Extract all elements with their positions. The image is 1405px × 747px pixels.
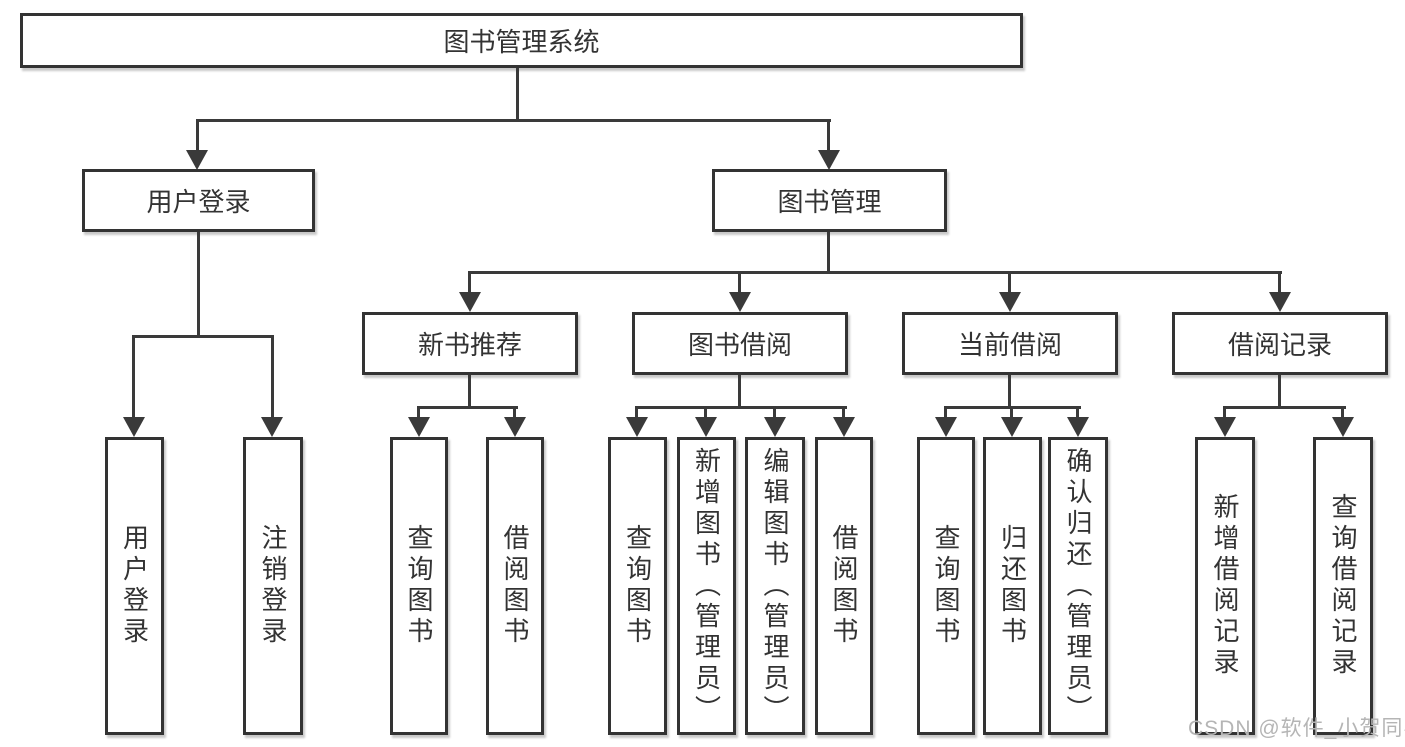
connector-vline — [516, 68, 519, 121]
leaf-borrow-books-recommend-label: 借阅图书 — [500, 524, 530, 648]
connector-vline — [944, 406, 947, 419]
connector-vline — [1010, 406, 1013, 419]
leaf-borrow-books-recommend: 借阅图书 — [486, 437, 544, 735]
connector-vline — [1076, 406, 1079, 419]
connector-hline — [468, 271, 1282, 274]
leaf-query-books-current-label: 查询图书 — [931, 524, 961, 648]
leaf-confirm-return-admin: 确认归还（管理员） — [1048, 437, 1108, 735]
node-current-borrow-label: 当前借阅 — [957, 330, 1062, 360]
connector-hline — [417, 406, 518, 409]
arrowhead-down-icon — [729, 292, 751, 312]
arrowhead-down-icon — [695, 417, 717, 437]
arrowhead-down-icon — [1332, 417, 1354, 437]
leaf-add-borrow-record: 新增借阅记录 — [1195, 437, 1255, 735]
connector-hline — [1223, 406, 1346, 409]
connector-vline — [738, 271, 741, 294]
leaf-confirm-return-admin-label: 确认归还（管理员） — [1063, 446, 1093, 726]
arrowhead-down-icon — [935, 417, 957, 437]
connector-vline — [196, 119, 199, 150]
arrowhead-down-icon — [186, 150, 208, 170]
leaf-edit-books-admin: 编辑图书（管理员） — [745, 437, 805, 735]
connector-vline — [468, 271, 471, 294]
leaf-add-borrow-record-label: 新增借阅记录 — [1210, 493, 1240, 679]
arrowhead-down-icon — [818, 150, 840, 170]
leaf-borrow-books-label: 借阅图书 — [829, 524, 859, 648]
arrowhead-down-icon — [1067, 417, 1089, 437]
node-root-label: 图书管理系统 — [443, 27, 600, 57]
connector-vline — [635, 406, 638, 419]
node-book-borrow-label: 图书借阅 — [687, 330, 792, 360]
leaf-user-login: 用户登录 — [105, 437, 164, 735]
node-borrow-records: 借阅记录 — [1172, 312, 1388, 375]
connector-vline — [513, 406, 516, 419]
leaf-query-borrow-record: 查询借阅记录 — [1313, 437, 1373, 735]
node-root: 图书管理系统 — [20, 13, 1023, 68]
leaf-query-books-recommend: 查询图书 — [390, 437, 448, 735]
arrowhead-down-icon — [1269, 292, 1291, 312]
leaf-edit-books-admin-label: 编辑图书（管理员） — [760, 446, 790, 726]
leaf-query-books-recommend-label: 查询图书 — [404, 524, 434, 648]
connector-hline — [196, 119, 831, 122]
connector-vline — [704, 406, 707, 419]
node-book-borrow: 图书借阅 — [632, 312, 848, 375]
arrowhead-down-icon — [764, 417, 786, 437]
connector-vline — [197, 232, 200, 338]
node-current-borrow: 当前借阅 — [902, 312, 1118, 375]
connector-vline — [271, 335, 274, 419]
connector-vline — [1223, 406, 1226, 419]
leaf-logout: 注销登录 — [243, 437, 303, 735]
leaf-query-books-borrow: 查询图书 — [608, 437, 667, 735]
arrowhead-down-icon — [408, 417, 430, 437]
leaf-add-books-admin: 新增图书（管理员） — [677, 437, 736, 735]
node-book-management: 图书管理 — [712, 169, 947, 232]
connector-vline — [827, 119, 830, 150]
leaf-borrow-books: 借阅图书 — [815, 437, 873, 735]
connector-vline — [738, 375, 741, 409]
node-user-login: 用户登录 — [82, 169, 315, 232]
node-borrow-records-label: 借阅记录 — [1227, 330, 1332, 360]
leaf-return-books: 归还图书 — [983, 437, 1042, 735]
node-user-login-label: 用户登录 — [146, 187, 251, 217]
leaf-query-borrow-record-label: 查询借阅记录 — [1328, 493, 1358, 679]
connector-vline — [1008, 271, 1011, 294]
connector-vline — [1278, 271, 1281, 294]
connector-vline — [1278, 375, 1281, 409]
leaf-user-login-label: 用户登录 — [119, 524, 150, 648]
arrowhead-down-icon — [626, 417, 648, 437]
connector-vline — [827, 232, 830, 274]
arrowhead-down-icon — [999, 292, 1021, 312]
leaf-query-books-current: 查询图书 — [917, 437, 975, 735]
leaf-return-books-label: 归还图书 — [997, 524, 1028, 648]
csdn-watermark: CSDN @软件_小贺同学 — [1188, 717, 1405, 740]
leaf-add-books-admin-label: 新增图书（管理员） — [691, 446, 722, 726]
connector-hline — [133, 335, 274, 338]
connector-vline — [417, 406, 420, 419]
node-new-book-recommend: 新书推荐 — [362, 312, 578, 375]
node-new-book-recommend-label: 新书推荐 — [417, 330, 522, 360]
arrowhead-down-icon — [459, 292, 481, 312]
arrowhead-down-icon — [1001, 417, 1023, 437]
connector-vline — [1008, 375, 1011, 409]
leaf-query-books-borrow-label: 查询图书 — [622, 524, 653, 648]
connector-vline — [132, 335, 135, 419]
connector-vline — [468, 375, 471, 409]
connector-vline — [1341, 406, 1344, 419]
arrowhead-down-icon — [123, 417, 145, 437]
arrowhead-down-icon — [504, 417, 526, 437]
arrowhead-down-icon — [833, 417, 855, 437]
leaf-logout-label: 注销登录 — [258, 524, 288, 648]
connector-hline — [635, 406, 847, 409]
node-book-management-label: 图书管理 — [777, 187, 882, 217]
connector-vline — [842, 406, 845, 419]
connector-vline — [773, 406, 776, 419]
arrowhead-down-icon — [261, 417, 283, 437]
arrowhead-down-icon — [1214, 417, 1236, 437]
